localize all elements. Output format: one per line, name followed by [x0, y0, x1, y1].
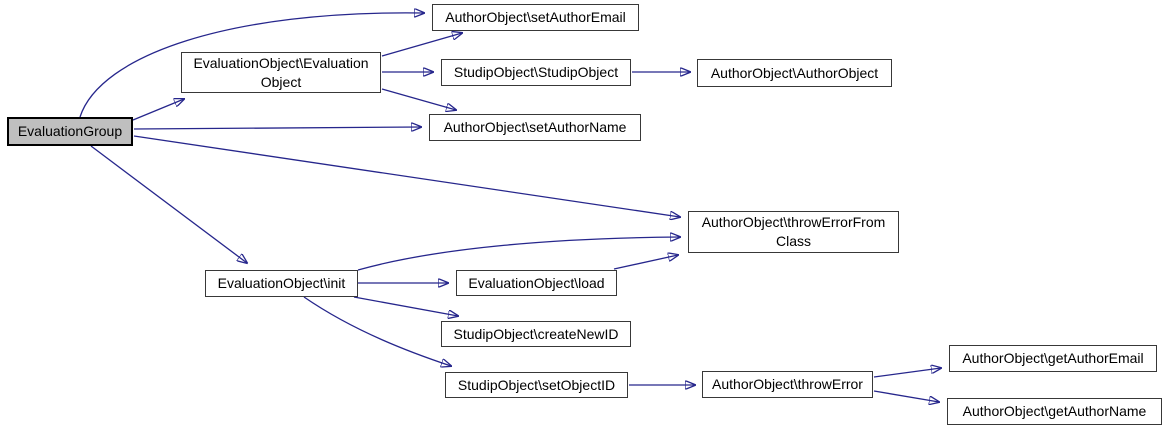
edge-init-to-createnewid	[353, 296, 458, 316]
node-authorobject-getauthorname[interactable]: AuthorObject\getAuthorName	[947, 398, 1162, 425]
edge-init-to-setobjectid	[303, 296, 451, 366]
node-authorobject-setauthorname[interactable]: AuthorObject\setAuthorName	[429, 114, 641, 141]
edge-evaluationobject-to-setauthorname	[381, 88, 456, 110]
edge-init-to-throwerrorfromclass	[357, 237, 680, 271]
node-evaluationobject-load[interactable]: EvaluationObject\load	[456, 270, 617, 296]
edge-evaluationgroup-to-init	[90, 145, 247, 263]
node-evaluationobject-evaluationobject[interactable]: EvaluationObject\Evaluation Object	[181, 52, 381, 93]
node-authorobject-throwerror[interactable]: AuthorObject\throwError	[702, 371, 873, 398]
node-authorobject-authorobject[interactable]: AuthorObject\AuthorObject	[697, 59, 892, 87]
node-authorobject-getauthoremail[interactable]: AuthorObject\getAuthorEmail	[949, 345, 1157, 372]
edge-throwerror-to-getauthorname	[873, 390, 939, 402]
edge-evaluationobject-to-setauthoremail	[381, 33, 462, 57]
node-studipobject-createnewid[interactable]: StudipObject\createNewID	[441, 321, 631, 347]
node-studipobject-studipobject[interactable]: StudipObject\StudipObject	[441, 59, 631, 86]
edge-load-to-throwerrorfromclass	[613, 255, 678, 270]
edge-evaluationgroup-to-evaluationobject	[132, 99, 184, 121]
edge-evaluationgroup-to-throwerrorfromclass	[133, 135, 680, 217]
node-authorobject-throwerrorfromclass[interactable]: AuthorObject\throwErrorFrom Class	[688, 211, 899, 253]
node-evaluation-group: EvaluationGroup	[7, 117, 133, 146]
node-studipobject-setobjectid[interactable]: StudipObject\setObjectID	[445, 372, 628, 398]
node-authorobject-setauthoremail[interactable]: AuthorObject\setAuthorEmail	[432, 4, 639, 31]
node-evaluationobject-init[interactable]: EvaluationObject\init	[205, 270, 358, 297]
edge-throwerror-to-getauthoremail	[873, 368, 941, 378]
edge-evaluationgroup-to-setauthorname	[133, 127, 421, 129]
edge-evaluationgroup-to-setauthoremail	[79, 13, 424, 118]
